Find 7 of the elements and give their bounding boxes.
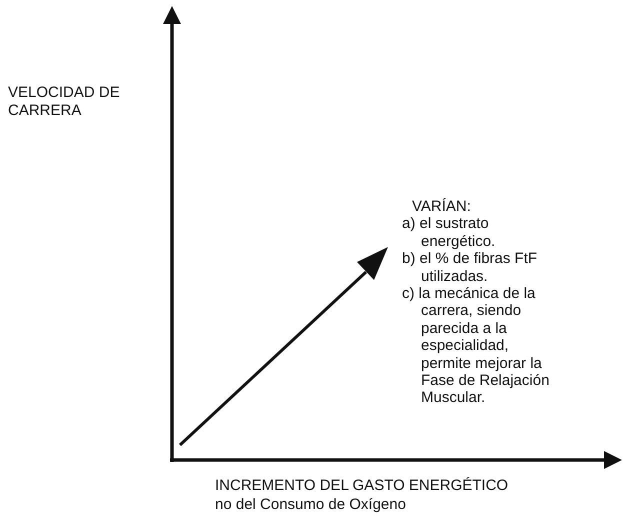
list-item: a) el sustrato energético. <box>402 215 496 250</box>
list-item: b) el % de fibras FtF utilizadas. <box>402 250 538 286</box>
list-heading: VARÍAN: <box>411 198 472 216</box>
axis-label: INCREMENTO DEL GASTO ENERGÉTICO <box>215 476 508 495</box>
axis-label: no del Consumo de Oxígeno <box>215 495 407 514</box>
axis-label: VELOCIDAD DE CARRERA <box>8 84 121 120</box>
list-item: c) la mecánica de la carrera, siendo parecida a la especialidad, permite mejorar la Fase de Relajación Muscular. <box>402 285 550 407</box>
